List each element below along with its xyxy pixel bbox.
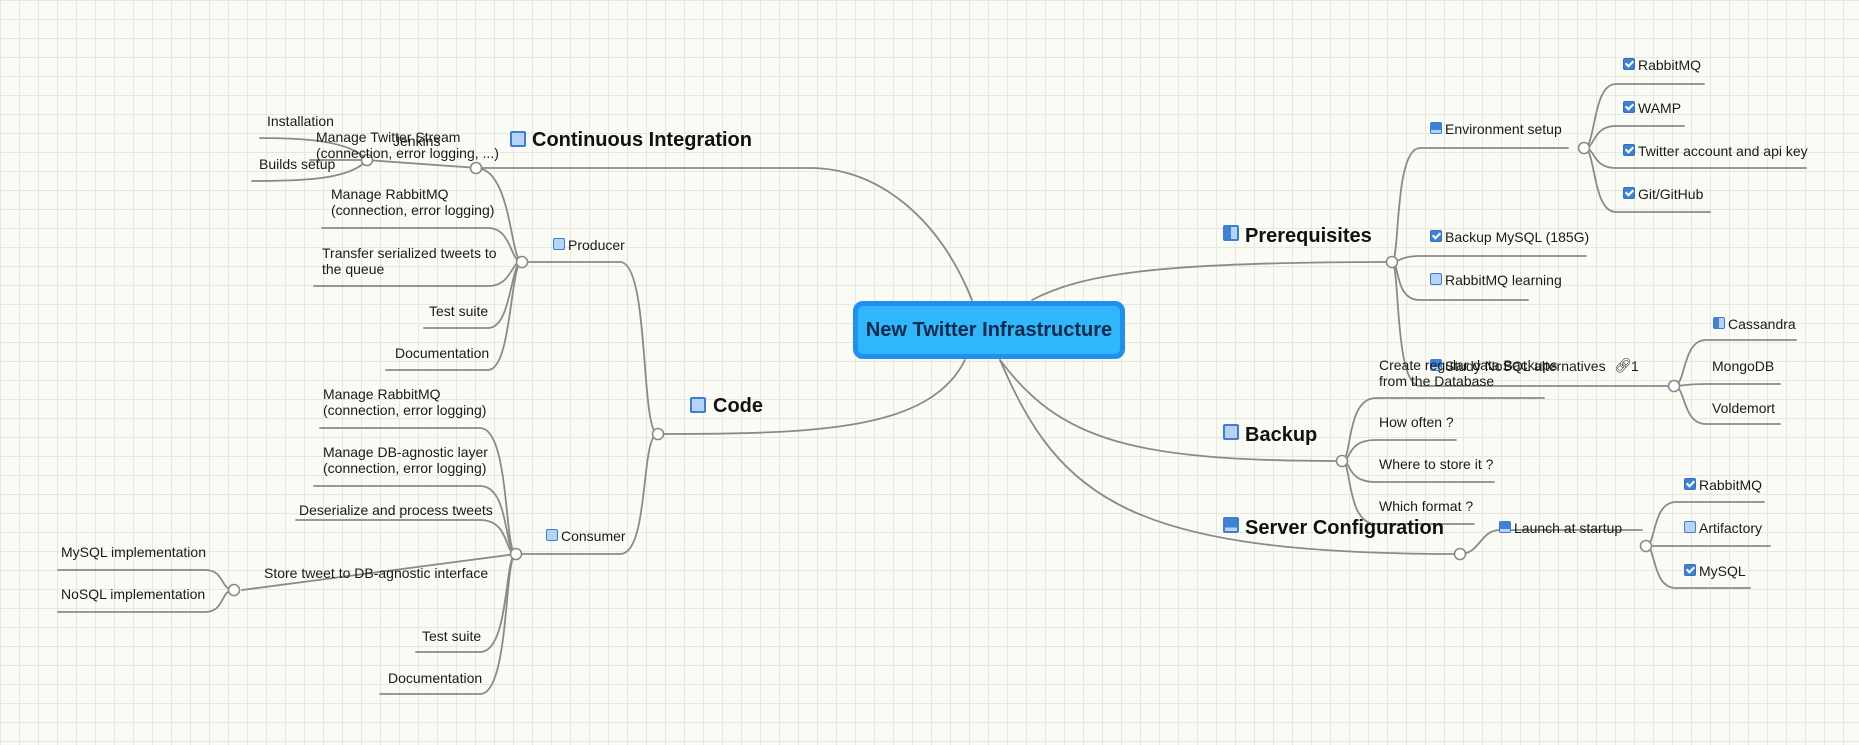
backup-mysql-label[interactable]: Backup MySQL (185G): [1445, 229, 1590, 245]
prereq-nosql-link: [1391, 261, 1675, 387]
env-collapse-handle[interactable]: [1577, 141, 1591, 155]
ci-topic[interactable]: Continuous Integration: [532, 129, 752, 151]
env-twitter-label[interactable]: Twitter account and api key: [1638, 143, 1808, 159]
consumer-line-1: [319, 427, 517, 555]
code-topic[interactable]: Code: [713, 395, 763, 417]
link-count: 1: [1631, 358, 1639, 374]
backup-mysql-check[interactable]: [1430, 230, 1442, 242]
backup-item-where[interactable]: Where to store it ?: [1379, 456, 1494, 472]
producer-item-rabbitmq[interactable]: Manage RabbitMQ (connection, error loggi…: [331, 186, 495, 218]
env-rabbitmq-label[interactable]: RabbitMQ: [1638, 57, 1702, 73]
code-producer-link: [547, 261, 659, 435]
mongodb-label[interactable]: MongoDB: [1712, 358, 1775, 374]
producer-item-twitter-stream[interactable]: Manage Twitter Stream (connection, error…: [316, 129, 499, 161]
branch-code: [659, 359, 966, 435]
consumer-line-4: [241, 553, 517, 591]
backup-item-format[interactable]: Which format ?: [1379, 498, 1474, 514]
env-twitter-check[interactable]: [1623, 144, 1635, 156]
consumer-item-store-tweet[interactable]: Store tweet to DB-agnostic interface: [264, 565, 489, 581]
launch-collapse-handle[interactable]: [1639, 539, 1653, 553]
nosql-collapse-handle[interactable]: [1667, 379, 1681, 393]
root-topic[interactable]: New Twitter Infrastructure: [853, 301, 1125, 359]
launch-mysql-check[interactable]: [1684, 564, 1696, 576]
producer-task-icon[interactable]: [553, 238, 565, 250]
builds-setup-label[interactable]: Builds setup: [259, 156, 336, 172]
env-rabbit-link: [1583, 83, 1705, 149]
consumer-collapse-handle[interactable]: [509, 547, 523, 561]
prerequisites-topic[interactable]: Prerequisites: [1245, 225, 1372, 247]
consumer-item-test-suite[interactable]: Test suite: [422, 628, 482, 644]
jenkins-label[interactable]: Jenkins: [393, 133, 441, 149]
ci-collapse-handle[interactable]: [469, 161, 483, 175]
backup-item-how-often[interactable]: How often ?: [1379, 414, 1454, 430]
prereq-task-icon[interactable]: [1223, 225, 1239, 241]
backup-collapse-handle[interactable]: [1335, 454, 1349, 468]
backup-item-regular[interactable]: Create regular data Backups from the Dat…: [1379, 357, 1558, 389]
launch-rabbitmq-check[interactable]: [1684, 478, 1696, 490]
nosql-mongodb-link: [1673, 383, 1781, 387]
consumer-label[interactable]: Consumer: [561, 528, 626, 544]
producer-collapse-handle[interactable]: [515, 255, 529, 269]
launch-artifactory-task-icon[interactable]: [1684, 521, 1696, 533]
consumer-item-rabbitmq[interactable]: Manage RabbitMQ (connection, error loggi…: [323, 386, 487, 418]
cassandra-task-icon[interactable]: [1713, 317, 1725, 329]
env-git-check[interactable]: [1623, 187, 1635, 199]
code-task-icon[interactable]: [690, 397, 706, 413]
server-collapse-handle[interactable]: [1453, 547, 1467, 561]
backup-topic[interactable]: Backup: [1245, 424, 1318, 446]
consumer-task-icon[interactable]: [546, 529, 558, 541]
server-configuration-topic[interactable]: Server Configuration: [1245, 517, 1444, 539]
prereq-backup-link: [1391, 255, 1587, 263]
rabbitmq-learning-label[interactable]: RabbitMQ learning: [1445, 272, 1562, 288]
env-wamp-check[interactable]: [1623, 101, 1635, 113]
ci-task-icon[interactable]: [510, 131, 526, 147]
launch-task-icon[interactable]: [1499, 521, 1511, 533]
env-git-label[interactable]: Git/GitHub: [1638, 186, 1704, 202]
consumer-item-documentation[interactable]: Documentation: [388, 670, 483, 686]
launch-rabbitmq-label[interactable]: RabbitMQ: [1699, 477, 1763, 493]
environment-setup-label[interactable]: Environment setup: [1445, 121, 1562, 137]
consumer-item-deserialize[interactable]: Deserialize and process tweets: [299, 502, 493, 518]
code-consumer-link: [547, 433, 659, 555]
env-task-icon[interactable]: [1430, 122, 1442, 134]
branch-backup: [999, 359, 1343, 462]
jenkins-collapse-handle[interactable]: [360, 153, 374, 167]
installation-label[interactable]: Installation: [267, 113, 334, 129]
nosql-implementation-label[interactable]: NoSQL implementation: [61, 586, 206, 602]
producer-item-test-suite[interactable]: Test suite: [429, 303, 489, 319]
consumer-line-6: [379, 553, 517, 695]
consumer-line-3: [295, 519, 517, 555]
jenkins-install-link: [259, 137, 368, 161]
store-collapse-handle[interactable]: [227, 583, 241, 597]
branch-prerequisites: [1031, 261, 1391, 301]
ci-jenkins-link: [365, 159, 479, 169]
branch-ci: [477, 167, 973, 301]
code-collapse-handle[interactable]: [651, 427, 665, 441]
consumer-item-db-layer[interactable]: Manage DB-agnostic layer (connection, er…: [323, 444, 488, 476]
launch-mysql-label[interactable]: MySQL: [1699, 563, 1746, 579]
nosql-task-icon[interactable]: [1430, 359, 1442, 371]
backup-task-icon[interactable]: [1223, 424, 1239, 440]
server-task-icon[interactable]: [1223, 517, 1239, 533]
producer-line-5: [385, 261, 523, 371]
launch-at-startup-label[interactable]: Launch at startup: [1514, 520, 1623, 536]
launch-artifactory-label[interactable]: Artifactory: [1699, 520, 1763, 536]
producer-label[interactable]: Producer: [568, 237, 625, 253]
producer-item-documentation[interactable]: Documentation: [395, 345, 490, 361]
branch-server: [999, 359, 1461, 555]
voldemort-label[interactable]: Voldemort: [1712, 400, 1776, 416]
producer-item-transfer[interactable]: Transfer serialized tweets to the queue: [322, 245, 497, 277]
rabbitmq-learning-task-icon[interactable]: [1430, 273, 1442, 285]
env-rabbitmq-check[interactable]: [1623, 58, 1635, 70]
prereq-collapse-handle[interactable]: [1385, 255, 1399, 269]
cassandra-label[interactable]: Cassandra: [1728, 316, 1796, 332]
env-wamp-label[interactable]: WAMP: [1638, 100, 1682, 116]
study-nosql-label[interactable]: Study NoSQL alternatives: [1445, 358, 1606, 374]
mysql-implementation-label[interactable]: MySQL implementation: [61, 544, 206, 560]
link-icon[interactable]: 🔗︎: [1614, 357, 1632, 373]
jenkins-builds-link: [251, 159, 368, 182]
